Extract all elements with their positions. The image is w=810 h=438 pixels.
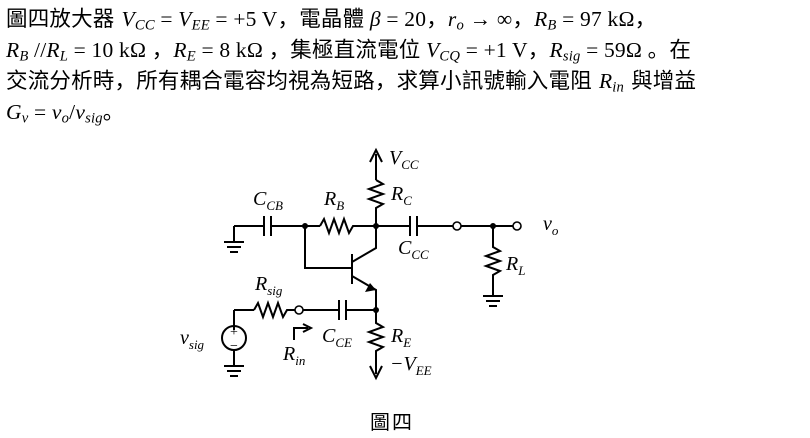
vcq-symbol: VCQ: [426, 38, 461, 65]
label-vee: −VEE: [390, 353, 432, 378]
gv-symbol: Gv: [6, 100, 29, 127]
re-symbol: RE: [173, 38, 196, 65]
label-rc: RC: [390, 183, 412, 208]
label-re: RE: [390, 325, 411, 350]
bjt-emitter-arrow: [365, 283, 376, 292]
cce-capacitor: [338, 300, 347, 320]
vee-arrowhead: [369, 365, 383, 381]
figure-caption: 圖四: [370, 410, 414, 434]
text-segment: = 59Ω 。在: [580, 38, 692, 62]
label-ccb: CCB: [253, 188, 283, 213]
rsig-resistor: [253, 300, 295, 320]
rin-symbol: Rin: [598, 69, 625, 96]
terminal-ccc: [452, 221, 462, 231]
text-segment: 與增益: [624, 69, 697, 94]
node-base: [302, 223, 308, 229]
rl-symbol: RL: [46, 38, 69, 65]
ccc-capacitor: [409, 216, 418, 236]
problem-statement: 圖四放大器 VCC = VEE = +5 V，電晶體 β = 20，ro → ∞…: [6, 4, 806, 128]
rc-resistor: [366, 179, 386, 226]
label-rb: RB: [323, 188, 344, 213]
rin-arrow: [293, 327, 308, 340]
rl-resistor: [483, 226, 503, 296]
problem-line-4: Gv = vo/vsig。: [6, 97, 806, 128]
text-segment: = 8 kΩ ，集極直流電位: [195, 38, 427, 62]
text-segment: 交流分析時，所有耦合電容均視為短路，求算小訊號輸入電阻: [6, 69, 599, 94]
text-segment: → ∞，: [464, 7, 535, 31]
label-rl: RL: [505, 253, 525, 278]
terminal-vo: [512, 221, 522, 231]
node-emitter: [373, 307, 379, 313]
problem-line-3: 交流分析時，所有耦合電容均視為短路，求算小訊號輸入電阻 Rin 與增益: [6, 66, 806, 97]
text-segment: = 20，: [380, 7, 448, 31]
re-resistor: [366, 315, 386, 358]
text-segment: = 10 kΩ ，: [68, 38, 174, 62]
text-segment: = +5 V，電晶體: [209, 7, 370, 31]
text-segment: //: [28, 38, 47, 62]
rb-resistor: [319, 216, 376, 236]
node-collector: [373, 223, 379, 229]
text-segment: =: [154, 7, 179, 31]
ground-source: [224, 365, 244, 377]
label-rin: Rin: [282, 343, 305, 368]
rsig-symbol: Rsig: [549, 38, 581, 65]
rin-arrowhead: [302, 323, 314, 333]
bjt-collector-lead: [351, 226, 377, 263]
ccb-capacitor: [263, 216, 272, 236]
text-segment: 。: [102, 100, 125, 125]
base-feed-wire: [304, 226, 352, 269]
label-vo: vo: [543, 213, 559, 238]
vsig-minus: −: [230, 339, 238, 354]
ground-rl: [483, 295, 503, 307]
label-vsig: vsig: [180, 327, 205, 352]
terminal-rsig: [294, 305, 304, 315]
problem-line-1: 圖四放大器 VCC = VEE = +5 V，電晶體 β = 20，ro → ∞…: [6, 4, 806, 35]
label-vcc: VCC: [389, 147, 419, 172]
node-rl: [490, 223, 496, 229]
text-segment: =: [28, 100, 52, 124]
vcc-symbol: VCC: [121, 7, 155, 34]
vo-symbol: vo: [51, 100, 70, 127]
vsig-symbol: vsig: [75, 100, 103, 127]
text-segment: = 97 kΩ，: [556, 7, 657, 31]
beta-symbol: β: [369, 7, 381, 31]
vcc-arrowhead: [369, 147, 383, 163]
text-segment: = +1 V，: [460, 38, 550, 62]
vsig-plus: +: [230, 325, 238, 340]
problem-line-2: RB //RL = 10 kΩ ，RE = 8 kΩ ，集極直流電位 VCQ =…: [6, 35, 806, 66]
text-segment: /: [69, 100, 76, 124]
rb-symbol: RB: [6, 38, 29, 65]
label-cce: CCE: [322, 325, 352, 350]
rb-symbol: RB: [534, 7, 557, 34]
vee-symbol: VEE: [178, 7, 210, 34]
label-rsig: Rsig: [254, 273, 283, 298]
text-segment: 圖四放大器: [6, 7, 122, 32]
label-ccc: CCC: [398, 237, 429, 262]
ground-left: [224, 241, 244, 253]
ro-symbol: ro: [447, 7, 464, 34]
